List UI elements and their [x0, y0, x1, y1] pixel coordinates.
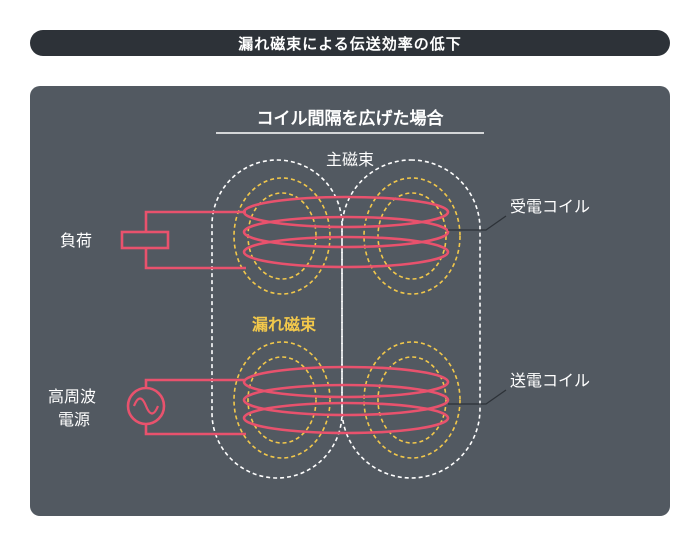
diagram-panel — [30, 86, 670, 516]
source-label-line2: 電源 — [58, 410, 90, 429]
receive-callout-line — [448, 215, 507, 231]
sine-wave-icon — [132, 397, 160, 415]
main-flux-loop-left — [211, 159, 343, 479]
load-resistor — [120, 230, 170, 250]
load-label: 負荷 — [60, 231, 92, 250]
transmit-coil — [242, 365, 450, 435]
main-flux-loop-right — [341, 159, 481, 479]
load-wire — [144, 210, 246, 270]
transmit-coil-label: 送電コイル — [510, 371, 590, 390]
ac-source-icon — [126, 386, 166, 426]
source-wire — [144, 378, 246, 436]
transmit-callout-line — [448, 389, 507, 405]
page-title: 漏れ磁束による伝送効率の低下 — [30, 30, 670, 56]
receive-coil — [242, 195, 450, 269]
leak-flux-label: 漏れ磁束 — [252, 315, 317, 334]
diagram-subtitle: コイル間隔を広げた場合 — [257, 108, 445, 129]
receive-coil-label: 受電コイル — [510, 197, 590, 216]
leak-flux-transmit — [233, 341, 461, 459]
main-flux-label: 主磁束 — [326, 150, 374, 169]
source-label-line1: 高周波 — [48, 387, 96, 406]
